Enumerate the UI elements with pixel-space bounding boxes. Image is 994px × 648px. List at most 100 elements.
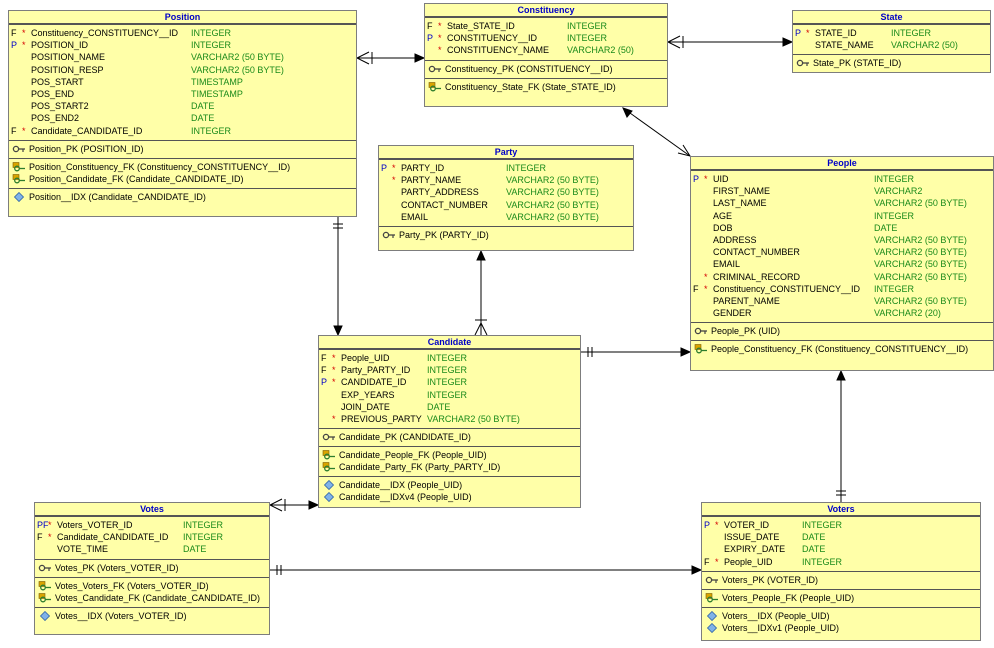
arrow-people [680, 347, 692, 357]
idx-label: Position__IDX (Candidate_CANDIDATE_ID) [29, 191, 206, 202]
column-name: POS_END [31, 88, 75, 99]
pk-entry[interactable]: People_PK (UID) [691, 325, 993, 337]
column-type: VARCHAR2 (50) [567, 45, 634, 56]
pk-entry[interactable]: Constituency_PK (CONSTITUENCY__ID) [425, 63, 667, 75]
column-name: PARTY_ID [401, 163, 445, 173]
column-type: INTEGER [427, 365, 468, 376]
pk-entry[interactable]: Position_PK (POSITION_ID) [9, 143, 356, 155]
fk-entry[interactable]: Candidate_People_FK (People_UID) [319, 449, 580, 461]
fk-entry[interactable]: Votes_Candidate_FK (Candidate_CANDIDATE_… [35, 592, 269, 604]
pk-entry[interactable]: Party_PK (PARTY_ID) [379, 229, 633, 241]
idx-entry[interactable]: Candidate__IDX (People_UID) [319, 479, 580, 491]
column-key-flag: P [704, 520, 711, 530]
fk-entry[interactable]: Constituency_State_FK (State_STATE_ID) [425, 81, 667, 93]
mandatory-marker: * [332, 353, 336, 363]
pk-entry[interactable]: Candidate_PK (CANDIDATE_ID) [319, 431, 580, 443]
fk-entry[interactable]: Position_Constituency_FK (Constituency_C… [9, 161, 356, 173]
idx-entry[interactable]: Candidate__IDXv4 (People_UID) [319, 491, 580, 503]
fk-label: Candidate_People_FK (People_UID) [339, 450, 487, 461]
fk-entry[interactable]: Voters_People_FK (People_UID) [702, 592, 980, 604]
column-type: VARCHAR2 (50 BYTE) [874, 259, 967, 270]
pk-entry[interactable]: State_PK (STATE_ID) [793, 57, 990, 69]
column-type: VARCHAR2 [874, 186, 923, 197]
fk-entry[interactable]: Position_Candidate_FK (Candidate_CANDIDA… [9, 173, 356, 185]
idx-entry[interactable]: Voters__IDX (People_UID) [702, 610, 980, 622]
column-name: POSITION_ID [31, 40, 89, 51]
column-type: DATE [191, 113, 215, 124]
column-type: VARCHAR2 (50 BYTE) [874, 295, 967, 306]
position-idx-section: Position__IDX (Candidate_CANDIDATE_ID) [9, 187, 356, 206]
column-type: VARCHAR2 (50 BYTE) [191, 64, 284, 75]
column-key-flag: P [693, 174, 700, 184]
column-type: INTEGER [191, 125, 232, 136]
rel-people-constituency[interactable] [622, 107, 691, 157]
pk-label: People_PK (UID) [711, 326, 781, 337]
idx-entry[interactable]: Votes__IDX (Voters_VOTER_ID) [35, 610, 269, 622]
arrow-party [476, 249, 486, 261]
fk-entry[interactable]: Candidate_Party_FK (Party_PARTY_ID) [319, 461, 580, 473]
pk-entry[interactable]: Votes_PK (Voters_VOTER_ID) [35, 562, 269, 574]
idx-entry[interactable]: Position__IDX (Candidate_CANDIDATE_ID) [9, 191, 356, 203]
fk-entry[interactable]: Votes_Voters_FK (Voters_VOTER_ID) [35, 580, 269, 592]
arrow-candidate-2 [308, 500, 320, 510]
idx-entry[interactable]: Voters__IDXv1 (People_UID) [702, 622, 980, 634]
pk-label: Votes_PK (Voters_VOTER_ID) [55, 562, 179, 573]
fk-entry[interactable]: People_Constituency_FK (Constituency_CON… [691, 343, 993, 355]
pk-entry[interactable]: Voters_PK (VOTER_ID) [702, 574, 980, 586]
